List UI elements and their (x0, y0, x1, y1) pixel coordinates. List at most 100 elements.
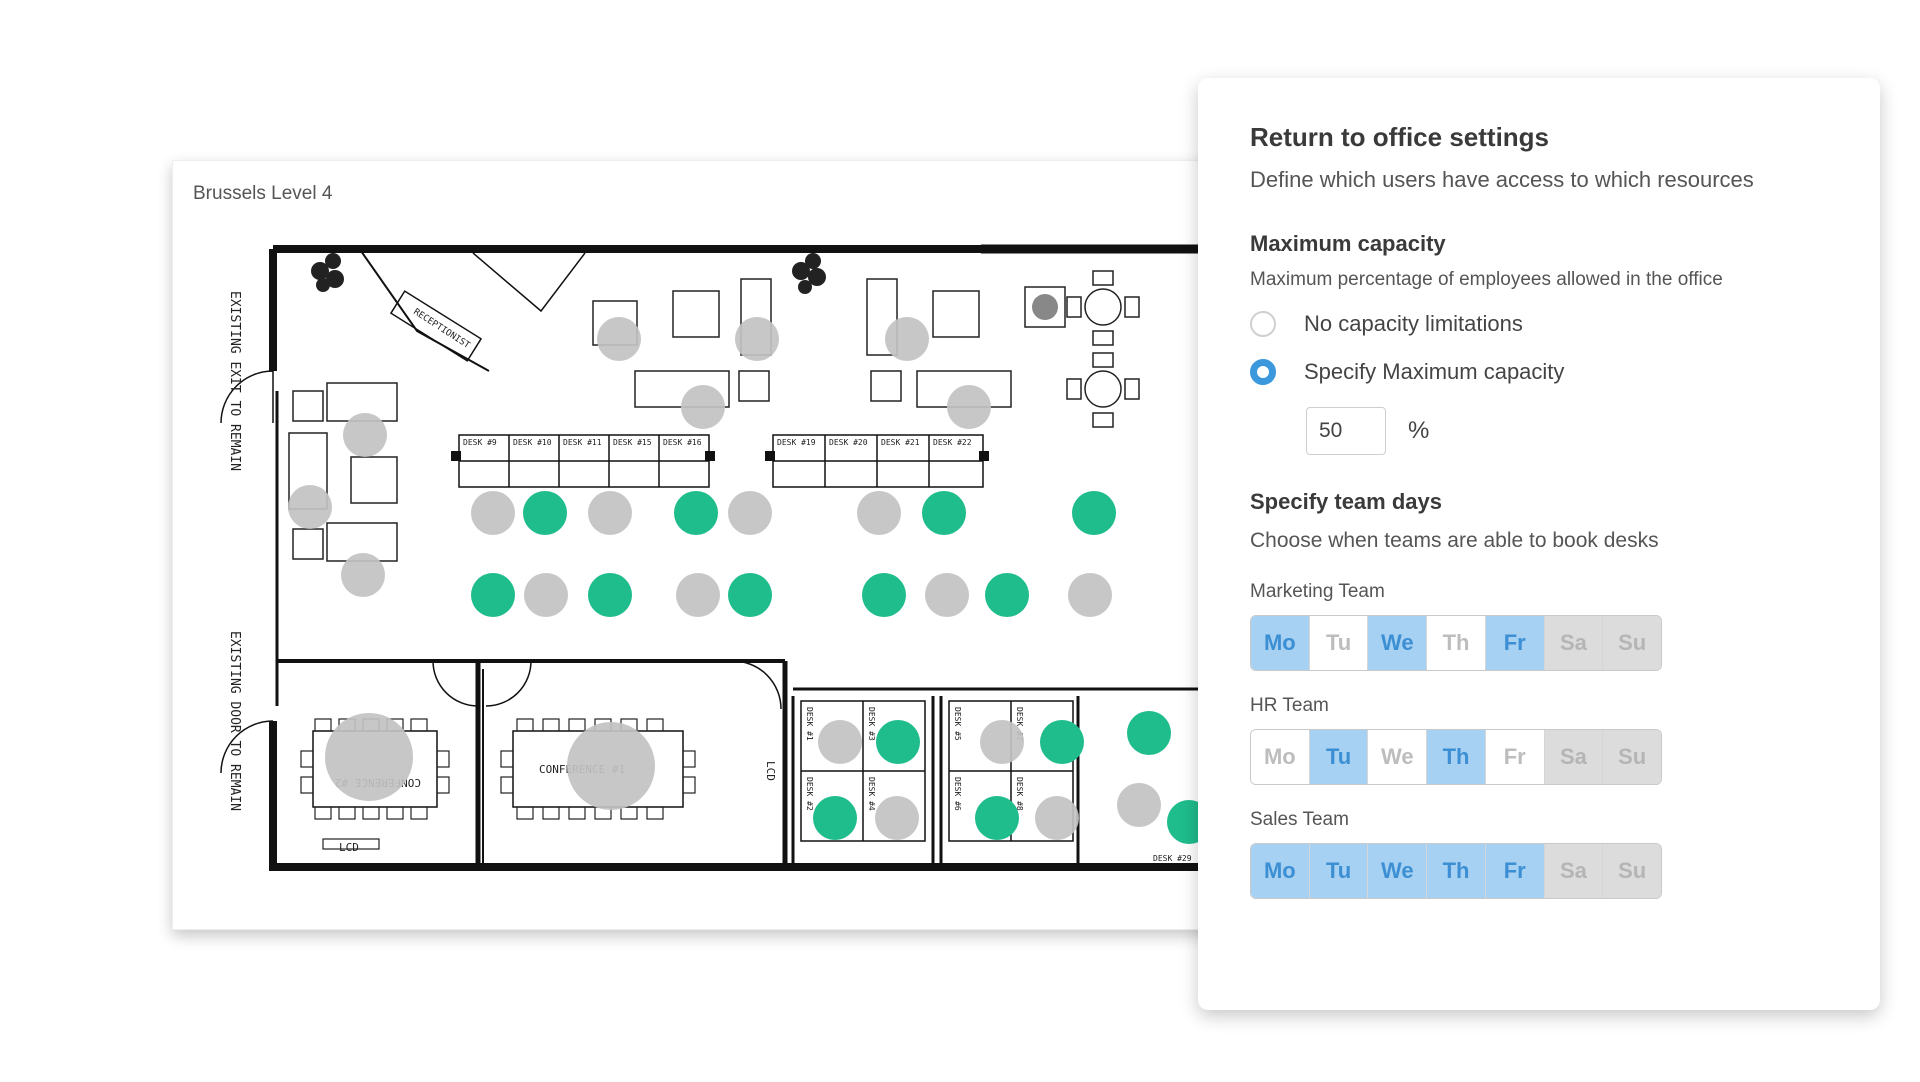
seat-available[interactable] (813, 796, 857, 840)
seat-available[interactable] (922, 491, 966, 535)
seat-occupied[interactable] (857, 491, 901, 535)
floorplan-title: Brussels Level 4 (193, 183, 333, 204)
desk-label: DESK #21 (881, 438, 920, 447)
day-toggle-th[interactable]: Th (1427, 844, 1486, 898)
person-avatar-icon (1032, 294, 1058, 320)
day-toggle-su[interactable]: Su (1603, 616, 1661, 670)
seat-occupied[interactable] (288, 485, 332, 529)
day-selector: Mo Tu We Th Fr Sa Su (1250, 729, 1662, 785)
day-toggle-we[interactable]: We (1368, 844, 1428, 898)
desk-label: DESK #11 (563, 438, 602, 447)
seat-available[interactable] (523, 491, 567, 535)
return-to-office-settings-panel: Return to office settings Define which u… (1198, 78, 1880, 1010)
seat-occupied[interactable] (947, 385, 991, 429)
seat-occupied[interactable] (875, 796, 919, 840)
day-toggle-fr[interactable]: Fr (1485, 616, 1545, 670)
seat-available[interactable] (876, 720, 920, 764)
radio-button[interactable] (1250, 311, 1276, 337)
desk-label: DESK #22 (933, 438, 972, 447)
seat-available[interactable] (471, 573, 515, 617)
seat-occupied[interactable] (728, 491, 772, 535)
exit-label-top: EXISTING EXIT TO REMAIN (227, 291, 242, 471)
day-toggle-sa[interactable]: Sa (1544, 844, 1604, 898)
seat-occupied[interactable] (524, 573, 568, 617)
day-toggle-tu[interactable]: Tu (1309, 844, 1369, 898)
exit-label-bottom: EXISTING DOOR TO REMAIN (227, 631, 242, 811)
desk-label: DESK #29 (1153, 854, 1192, 863)
seat-occupied[interactable] (471, 491, 515, 535)
radio-button-checked[interactable] (1250, 359, 1276, 385)
desk-label: DESK #5 (953, 707, 962, 741)
seat-occupied[interactable] (341, 553, 385, 597)
capacity-percentage-input[interactable] (1306, 407, 1386, 455)
day-toggle-su[interactable]: Su (1603, 844, 1661, 898)
seat-available[interactable] (862, 573, 906, 617)
seat-available[interactable] (975, 796, 1019, 840)
seat-occupied[interactable] (980, 720, 1024, 764)
seat-occupied[interactable] (818, 720, 862, 764)
desk-label: DESK #1 (805, 707, 814, 741)
seat-available[interactable] (1072, 491, 1116, 535)
radio-no-capacity-limit[interactable]: No capacity limitations (1250, 309, 1828, 339)
seat-available[interactable] (1040, 720, 1084, 764)
team-hr: HR Team Mo Tu We Th Fr Sa Su (1250, 695, 1828, 785)
seat-available[interactable] (985, 573, 1029, 617)
seat-occupied[interactable] (681, 385, 725, 429)
day-toggle-mo[interactable]: Mo (1251, 844, 1310, 898)
desk-label: DESK #4 (867, 777, 876, 811)
day-toggle-we[interactable]: We (1368, 616, 1428, 670)
day-toggle-mo[interactable]: Mo (1251, 616, 1310, 670)
day-toggle-we[interactable]: We (1368, 730, 1428, 784)
lcd-label-bottom: LCD (339, 841, 359, 854)
day-toggle-tu[interactable]: Tu (1309, 730, 1369, 784)
day-toggle-su[interactable]: Su (1603, 730, 1661, 784)
seat-occupied[interactable] (1035, 796, 1079, 840)
day-toggle-fr[interactable]: Fr (1485, 730, 1545, 784)
capacity-unit: % (1408, 417, 1430, 444)
team-name: Sales Team (1250, 809, 1349, 830)
seat-available[interactable] (1127, 711, 1171, 755)
radio-label: Specify Maximum capacity (1304, 359, 1565, 384)
floorplan-map[interactable]: EXISTING EXIT TO REMAIN EXISTING DOOR TO… (173, 161, 1213, 929)
day-toggle-mo[interactable]: Mo (1251, 730, 1310, 784)
desk-label: DESK #7 (1015, 707, 1024, 741)
day-toggle-fr[interactable]: Fr (1485, 844, 1545, 898)
day-toggle-th[interactable]: Th (1427, 616, 1486, 670)
team-days-hint: Choose when teams are able to book desks (1250, 529, 1659, 552)
team-name: Marketing Team (1250, 581, 1385, 602)
desk-label: DESK #9 (463, 438, 497, 447)
radio-label: No capacity limitations (1304, 311, 1523, 336)
seat-occupied[interactable] (1068, 573, 1112, 617)
seat-occupied[interactable] (597, 317, 641, 361)
desk-label: DESK #20 (829, 438, 868, 447)
desk-label: DESK #6 (953, 777, 962, 811)
seat-occupied[interactable] (567, 722, 655, 810)
seat-occupied[interactable] (325, 713, 413, 801)
capacity-hint: Maximum percentage of employees allowed … (1250, 269, 1723, 290)
floorplan-card: Brussels Level 4 (172, 160, 1214, 930)
desk-label: DESK #15 (613, 438, 652, 447)
seat-available[interactable] (728, 573, 772, 617)
seat-occupied[interactable] (885, 317, 929, 361)
seat-occupied[interactable] (588, 491, 632, 535)
seat-available[interactable] (674, 491, 718, 535)
day-toggle-sa[interactable]: Sa (1544, 616, 1604, 670)
seat-available[interactable] (588, 573, 632, 617)
desk-label: DESK #10 (513, 438, 552, 447)
seat-occupied[interactable] (1117, 783, 1161, 827)
radio-specify-capacity[interactable]: Specify Maximum capacity (1250, 357, 1828, 387)
settings-title: Return to office settings (1250, 122, 1550, 152)
team-sales: Sales Team Mo Tu We Th Fr Sa Su (1250, 809, 1828, 899)
seat-occupied[interactable] (735, 317, 779, 361)
day-toggle-tu[interactable]: Tu (1309, 616, 1369, 670)
team-marketing: Marketing Team Mo Tu We Th Fr Sa Su (1250, 581, 1828, 671)
capacity-heading: Maximum capacity (1250, 231, 1446, 256)
seat-occupied[interactable] (343, 413, 387, 457)
lcd-label-side: LCD (764, 761, 777, 781)
day-toggle-sa[interactable]: Sa (1544, 730, 1604, 784)
day-toggle-th[interactable]: Th (1427, 730, 1486, 784)
plant-decoration (311, 253, 826, 294)
seat-occupied[interactable] (925, 573, 969, 617)
seat-occupied[interactable] (676, 573, 720, 617)
team-days-heading: Specify team days (1250, 489, 1442, 514)
